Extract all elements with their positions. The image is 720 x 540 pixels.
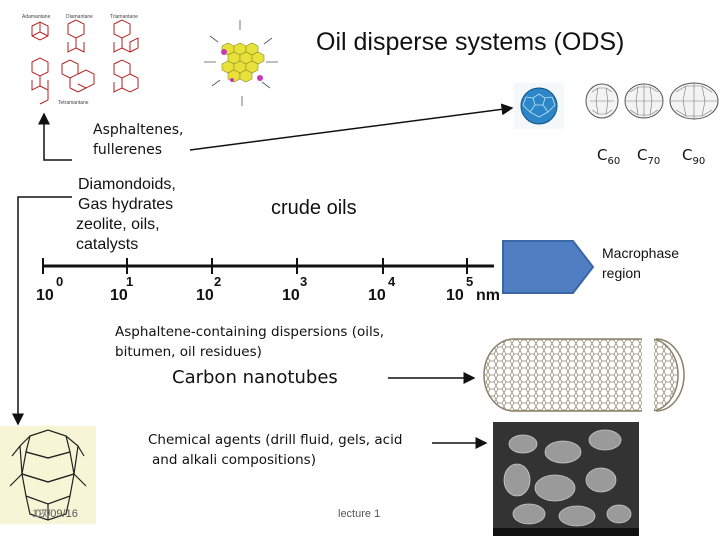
macrophase-arrow-icon	[501, 239, 595, 295]
scale-tick-5-exp: 5	[466, 274, 474, 289]
carbon-nanotube-icon	[480, 333, 685, 418]
chemical-line1: Chemical agents (drill fluid, gels, acid	[148, 432, 403, 448]
fullerene-c90-label: C90	[682, 146, 706, 167]
chemical-agents-label: Chemical agents (drill fluid, gels, acid…	[148, 430, 402, 470]
footer-overlap: 120	[32, 508, 51, 520]
dispersions-line2: bitumen, oil residues)	[115, 344, 262, 360]
asphaltenes-line1: Asphaltenes,	[93, 122, 184, 138]
fullerene-c70-label: C70	[637, 146, 661, 167]
scale-tick-0-base: 10	[36, 287, 54, 304]
scale-tick-4-base: 10	[368, 287, 386, 304]
chemical-line2: and alkali compositions)	[152, 452, 316, 468]
dispersions-line1: Asphaltene-containing dispersions (oils,	[115, 324, 385, 340]
scale-tick-2-exp: 2	[214, 274, 222, 289]
footer-lecture: lecture 1	[338, 508, 381, 520]
adamantane-caption: Adamantane	[22, 14, 51, 20]
crude-oils-label: crude oils	[271, 197, 357, 219]
scale-tick-5-base: 10	[446, 287, 464, 304]
diamondoids-line3: zeolite, oils,	[76, 216, 160, 233]
macrophase-line2: region	[602, 265, 641, 281]
diamondoids-label: Diamondoids, Gas hydrates zeolite, oils,…	[76, 175, 176, 255]
asphaltenes-line2: fullerenes	[93, 142, 163, 158]
scale-tick-1-exp: 1	[126, 274, 134, 289]
page-title: Oil disperse systems (ODS)	[316, 28, 625, 56]
scale-tick-1-base: 10	[110, 287, 128, 304]
scale-unit: nm	[476, 287, 500, 304]
sem-micrograph-icon	[493, 422, 639, 536]
footer-date: 07/09/16	[35, 508, 78, 520]
scale-tick-4-exp: 4	[388, 274, 396, 289]
nanotubes-label: Carbon nanotubes	[172, 367, 338, 388]
fullerene-c60-icon	[514, 83, 564, 129]
fullerene-c70-icon	[584, 80, 720, 122]
scale-tick-3-exp: 3	[300, 274, 308, 289]
tetramantane-caption: Tetramantane	[58, 100, 89, 106]
triamantane-caption: Triamantane	[110, 14, 138, 20]
fullerene-c60-label: C60	[597, 146, 621, 167]
scale-tick-3-base: 10	[282, 287, 300, 304]
scale-tick-0-exp: 0	[56, 274, 64, 289]
diamantane-caption: Diamantane	[66, 14, 93, 20]
diamondoid-structures-icon: Adamantane Diamantane Triamantane Tetram…	[18, 14, 178, 106]
gas-hydrate-cage-icon	[0, 426, 96, 524]
diamondoids-line1: Diamondoids,	[78, 176, 176, 193]
diamondoids-line4: catalysts	[76, 236, 139, 253]
footer-date-text: 07/09/16	[35, 508, 78, 520]
asphaltenes-label: Asphaltenes, fullerenes	[93, 120, 183, 160]
diamondoids-line2: Gas hydrates	[78, 196, 174, 213]
scale-tick-2-base: 10	[196, 287, 214, 304]
asphaltene-molecule-icon	[202, 16, 280, 110]
macrophase-line1: Macrophase	[602, 245, 680, 261]
macrophase-label: Macrophase region	[602, 243, 679, 283]
dispersions-label: Asphaltene-containing dispersions (oils,…	[115, 322, 384, 362]
